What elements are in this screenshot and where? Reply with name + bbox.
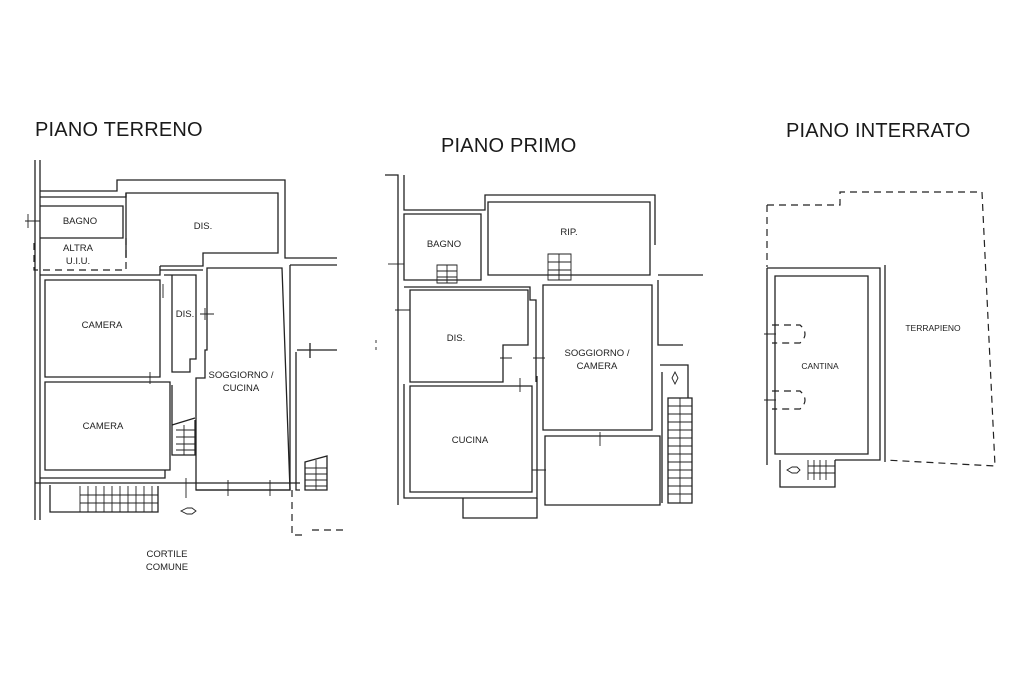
plan-piano-primo xyxy=(375,174,703,519)
room-label-dis: DIS. xyxy=(193,221,213,232)
room-label-rip: RIP. xyxy=(560,227,578,238)
room-label-line: CUCINA xyxy=(222,383,260,394)
floor-title-piano-primo: PIANO PRIMO xyxy=(441,135,577,157)
plan-piano-interrato xyxy=(764,191,996,488)
room-label-cantina: CANTINA xyxy=(801,361,839,371)
outside-label-cortile-comune: CORTILE COMUNE xyxy=(146,548,188,574)
room-label-bagno: BAGNO xyxy=(426,239,462,250)
room-label-line: CORTILE xyxy=(146,549,188,560)
room-label-soggiorno-cucina: SOGGIORNO / CUCINA xyxy=(209,369,274,395)
room-label-line: CAMERA xyxy=(576,361,618,372)
room-label-camera: CAMERA xyxy=(82,421,124,432)
room-label-line: ALTRA xyxy=(63,243,93,254)
room-label-terrapieno: TERRAPIENO xyxy=(905,323,961,333)
room-label-camera: CAMERA xyxy=(81,320,123,331)
floor-title-piano-interrato: PIANO INTERRATO xyxy=(786,120,971,142)
room-label-line: COMUNE xyxy=(145,562,189,573)
room-label-line: U.I.U. xyxy=(65,256,91,267)
room-label-cucina: CUCINA xyxy=(451,435,489,446)
room-label-dis: DIS. xyxy=(446,333,466,344)
floor-title-piano-terreno: PIANO TERRENO xyxy=(35,119,203,141)
room-label-line: SOGGIORNO / xyxy=(208,370,274,381)
room-label-bagno: BAGNO xyxy=(62,216,98,227)
room-label-altra-uiu: ALTRA U.I.U. xyxy=(63,242,93,268)
room-label-line: SOGGIORNO / xyxy=(564,348,630,359)
room-label-dis: DIS. xyxy=(175,309,195,320)
plan-piano-terreno xyxy=(25,160,347,536)
room-label-soggiorno-camera: SOGGIORNO / CAMERA xyxy=(565,347,630,373)
